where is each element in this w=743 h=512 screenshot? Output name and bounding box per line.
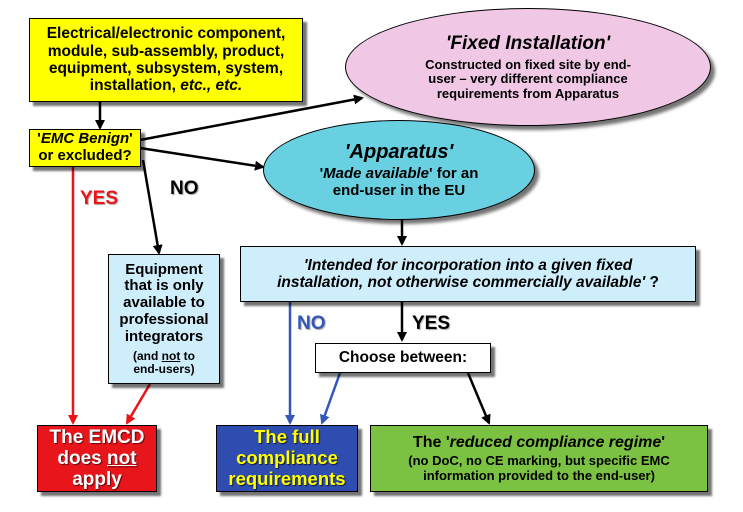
emcd-not-apply-box: The EMCD does not apply bbox=[37, 425, 157, 492]
start-box: Electrical/electronic component, module,… bbox=[29, 18, 303, 102]
arrow-benign-to-fixed bbox=[139, 94, 364, 142]
professional-line-1: Equipment bbox=[125, 260, 203, 278]
professional-note-1: (and not to bbox=[133, 348, 195, 363]
full-line-3: requirements bbox=[228, 467, 346, 489]
benign-italic: EMC Benign bbox=[40, 130, 130, 148]
intended-suffix: ? bbox=[645, 274, 659, 291]
arrow-benign-to-professional bbox=[141, 159, 163, 255]
intended-box: 'Intended for incorporation into a given… bbox=[240, 246, 696, 302]
full-line-1: The full bbox=[254, 426, 320, 448]
benign-quote-close: ' bbox=[129, 130, 133, 148]
professional-note-2: end-users) bbox=[133, 361, 195, 376]
full-compliance-box: The full compliance requirements bbox=[216, 425, 358, 492]
apparatus-quote-open: ' bbox=[319, 164, 324, 182]
benign-quote-open: ' bbox=[37, 130, 41, 148]
reduced-title-italic: reduced compliance regime bbox=[449, 433, 662, 451]
benign-line-1: 'EMC Benign' bbox=[37, 130, 133, 148]
not-apply-line-2-underline: not bbox=[107, 447, 137, 469]
intended-line-1: 'Intended for incorporation into a given… bbox=[303, 256, 633, 274]
reduced-compliance-box: The 'reduced compliance regime' (no DoC,… bbox=[370, 425, 708, 492]
intended-line-2-italic: installation, not otherwise commercially… bbox=[277, 274, 646, 291]
full-line-2: compliance bbox=[236, 447, 338, 469]
fixed-body-3: requirements from Apparatus bbox=[436, 85, 620, 101]
not-apply-line-1: The EMCD bbox=[49, 426, 145, 448]
fixed-installation-ellipse: 'Fixed Installation' Constructed on fixe… bbox=[345, 8, 711, 126]
start-line-3: equipment, subsystem, system, bbox=[48, 60, 284, 77]
start-line-2: module, sub-assembly, product, bbox=[47, 42, 285, 60]
arrow-choose-to-reduced bbox=[466, 372, 491, 425]
reduced-title: The 'reduced compliance regime' bbox=[413, 434, 665, 452]
reduced-body-1: (no DoC, no CE marking, but specific EMC bbox=[408, 453, 670, 469]
professional-box: Equipment that is only available to prof… bbox=[108, 254, 220, 384]
label-no-top: NO bbox=[170, 178, 199, 199]
emc-benign-box: 'EMC Benign' or excluded? bbox=[29, 129, 141, 167]
arrow-choose-to-full bbox=[320, 372, 342, 425]
start-line-4: installation, etc., etc. bbox=[90, 77, 242, 94]
fixed-body-2: user – very different compliance bbox=[428, 71, 628, 87]
not-apply-line-2-prefix: does bbox=[57, 447, 108, 469]
start-line-1: Electrical/electronic component, bbox=[46, 25, 286, 43]
fixed-body-1: Constructed on fixed site by end- bbox=[425, 56, 631, 72]
label-yes-left: YES bbox=[80, 188, 119, 209]
not-apply-line-2: does not bbox=[57, 448, 136, 469]
arrow-professional-to-not-apply bbox=[125, 383, 152, 425]
reduced-title-prefix: The ' bbox=[412, 433, 450, 451]
apparatus-ellipse: 'Apparatus' 'Made available' for an end-… bbox=[263, 120, 535, 220]
choose-label: Choose between: bbox=[338, 349, 468, 367]
start-line-4-prefix: installation, bbox=[89, 77, 181, 95]
apparatus-italic: Made available bbox=[323, 164, 430, 182]
label-yes-mid: YES bbox=[412, 313, 451, 334]
choose-box: Choose between: bbox=[315, 343, 491, 373]
benign-line-2: or excluded? bbox=[38, 147, 132, 164]
professional-line-2: that is only bbox=[124, 277, 204, 295]
label-no-mid: NO bbox=[297, 313, 326, 334]
apparatus-line-2: end-user in the EU bbox=[332, 181, 466, 199]
professional-note-prefix: (and bbox=[133, 348, 162, 363]
start-line-4-italic: etc., etc. bbox=[180, 77, 243, 95]
not-apply-line-3: apply bbox=[72, 469, 122, 491]
apparatus-line-1: 'Made available' for an bbox=[319, 164, 479, 183]
professional-line-4: professional bbox=[119, 310, 209, 328]
reduced-title-suffix: ' bbox=[661, 433, 666, 451]
professional-line-3: available to bbox=[123, 294, 205, 312]
apparatus-title: 'Apparatus' bbox=[344, 140, 454, 163]
apparatus-line-1-rest: ' for an bbox=[429, 164, 479, 182]
professional-note-suffix: to bbox=[180, 348, 195, 363]
intended-line-2: installation, not otherwise commercially… bbox=[277, 274, 659, 291]
professional-line-5: integrators bbox=[124, 327, 204, 345]
professional-note-underline: not bbox=[161, 348, 181, 363]
reduced-body-2: information provided to the end-user) bbox=[423, 467, 655, 483]
arrow-benign-to-apparatus bbox=[139, 146, 265, 171]
fixed-title: 'Fixed Installation' bbox=[445, 32, 611, 54]
